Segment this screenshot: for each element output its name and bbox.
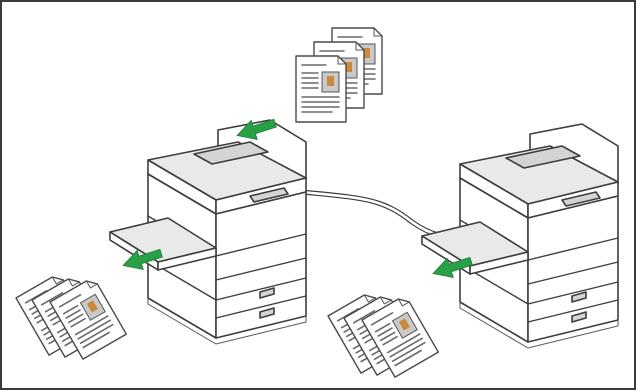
printer-icon	[110, 120, 306, 344]
original-document-stack	[296, 28, 382, 122]
right-output-copies	[328, 291, 438, 377]
printer-icon	[422, 124, 618, 348]
left-printer	[110, 120, 306, 344]
left-output-copies	[16, 273, 126, 359]
right-printer	[422, 124, 618, 348]
connecting-cable	[302, 192, 460, 237]
document-icon	[296, 56, 346, 122]
